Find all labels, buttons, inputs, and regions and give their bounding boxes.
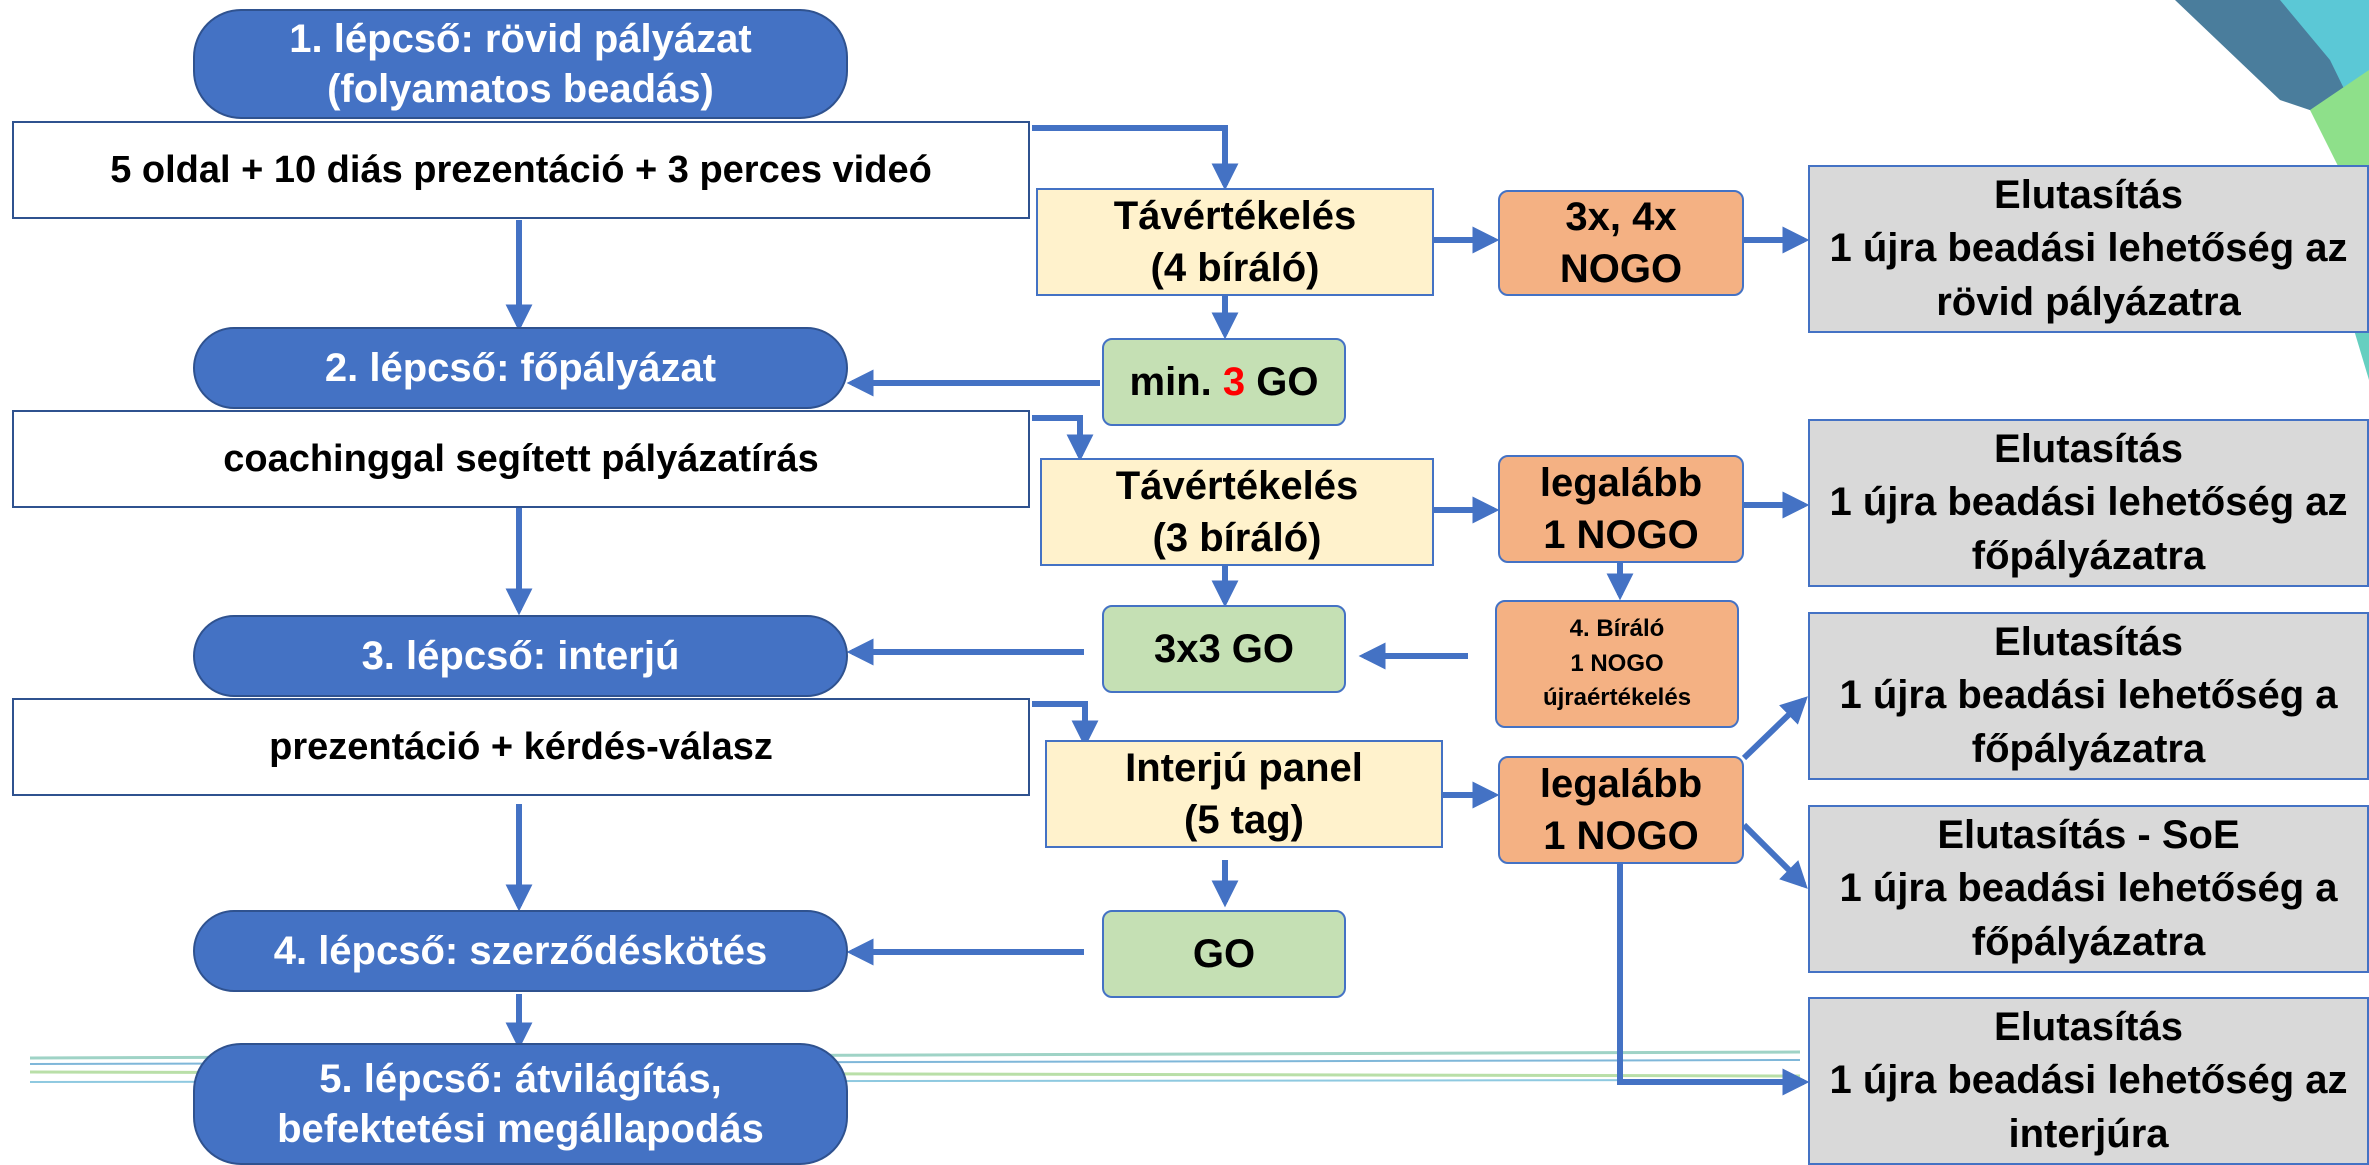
- arrow-nogo3-to-rej4: [1741, 822, 1808, 889]
- reevaluation-4th-reviewer: 4. Bíráló 1 NOGO újraértékelés: [1495, 600, 1739, 728]
- go-3x3: 3x3 GO: [1102, 605, 1346, 693]
- rejection-main-application-1: Elutasítás 1 újra beadási lehetőség az f…: [1808, 419, 2369, 587]
- arrow-desc1-to-eval1: [1032, 125, 1239, 191]
- step-2-pill: 2. lépcső: főpályázat: [193, 327, 848, 409]
- evaluation-remote-3: Távértékelés (3 bíráló): [1040, 458, 1434, 566]
- evaluation-remote-4: Távértékelés (4 bíráló): [1036, 188, 1434, 296]
- arrow-desc2-to-eval2: [1032, 415, 1094, 462]
- step-3-description: prezentáció + kérdés-válasz: [12, 698, 1030, 796]
- nogo-at-least-1-eval: legalább 1 NOGO: [1498, 455, 1744, 563]
- go-min-suffix: GO: [1245, 359, 1319, 404]
- arrow-desc3-to-eval3: [1032, 701, 1099, 748]
- rejection-main-application-2: Elutasítás 1 újra beadási lehetőség a fő…: [1808, 612, 2369, 780]
- nogo-at-least-1-interview: legalább 1 NOGO: [1498, 756, 1744, 864]
- go-min-number: 3: [1222, 359, 1246, 404]
- nogo-3x-4x: 3x, 4x NOGO: [1498, 190, 1744, 296]
- go-min-prefix: min.: [1129, 359, 1223, 404]
- rejection-short-application: Elutasítás 1 újra beadási lehetőség az r…: [1808, 165, 2369, 333]
- go-min-3: min. 3 GO: [1102, 338, 1346, 426]
- interview-panel: Interjú panel (5 tag): [1045, 740, 1443, 848]
- step-4-pill: 4. lépcső: szerződéskötés: [193, 910, 848, 992]
- rejection-soe-main-application: Elutasítás - SoE 1 újra beadási lehetősé…: [1808, 805, 2369, 973]
- rejection-interview: Elutasítás 1 újra beadási lehetőség az i…: [1808, 997, 2369, 1165]
- arrow-nogo3-to-rej5: [1617, 855, 1810, 1096]
- step-5-pill: 5. lépcső: átvilágítás, befektetési megá…: [193, 1043, 848, 1165]
- step-1-pill: 1. lépcső: rövid pályázat (folyamatos be…: [193, 9, 848, 119]
- step-3-pill: 3. lépcső: interjú: [193, 615, 848, 697]
- go-final: GO: [1102, 910, 1346, 998]
- step-2-description: coachinggal segített pályázatírás: [12, 410, 1030, 508]
- step-1-description: 5 oldal + 10 diás prezentáció + 3 perces…: [12, 121, 1030, 219]
- arrow-nogo3-to-rej3: [1741, 696, 1808, 761]
